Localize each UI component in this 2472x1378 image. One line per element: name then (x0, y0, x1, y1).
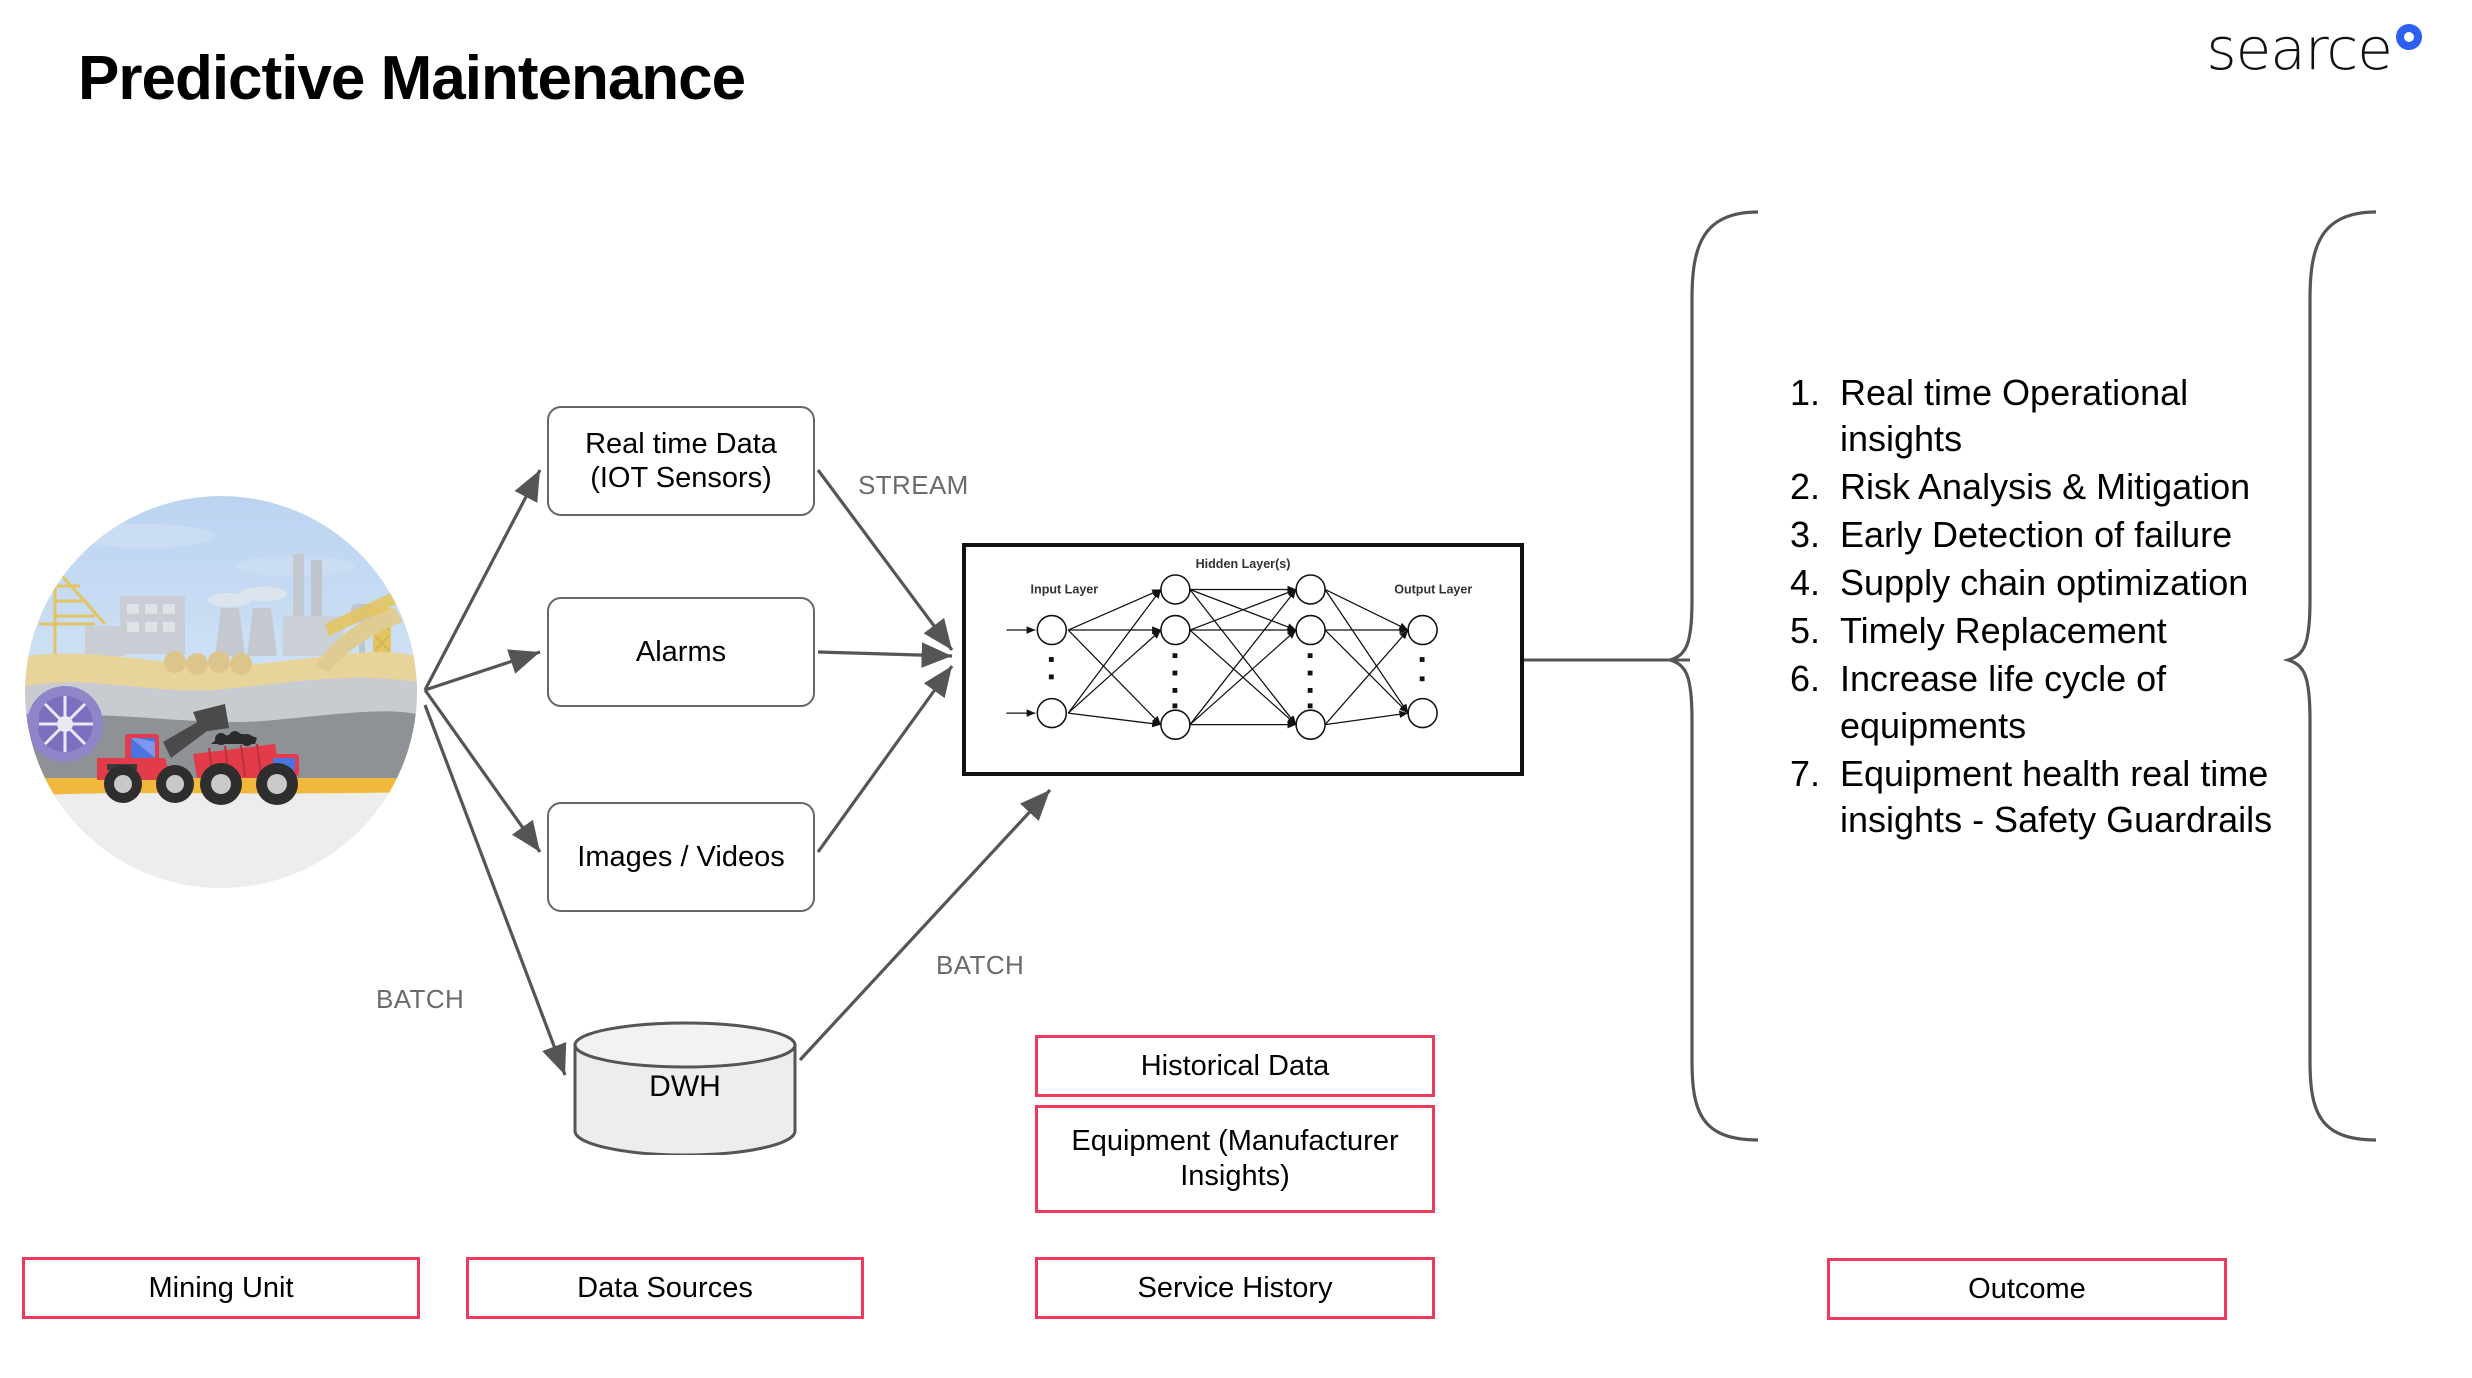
nn-hidden-layer-label: Hidden Layer(s) (1196, 557, 1291, 571)
list-item: 5. Timely Replacement (1790, 608, 2320, 654)
list-item-text: Equipment health real time insights - Sa… (1840, 752, 2273, 840)
data-source-box-alarms[interactable]: Alarms (547, 597, 815, 707)
legend-outcome[interactable]: Outcome (1827, 1258, 2227, 1320)
data-source-box-realtime[interactable]: Real time Data (IOT Sensors) (547, 406, 815, 516)
mining-unit-image (25, 496, 417, 888)
flow-label-batch-right: BATCH (936, 950, 1025, 980)
list-item: 7. Equipment health real time insights - … (1790, 751, 2320, 843)
outcome-list-items: 1. Real time Operational insights 2. Risk … (1760, 370, 2320, 843)
list-item-number: 5. (1789, 610, 1820, 652)
neural-network-diagram: Hidden Layer(s) Input Layer Output Layer (962, 543, 1524, 776)
brand-ring-icon (2396, 24, 2422, 50)
flow-label-batch-left: BATCH (376, 984, 465, 1014)
brand-wordmark: searce (2206, 15, 2393, 83)
flow-label-stream: STREAM (858, 470, 969, 500)
list-item-number: 7. (1789, 752, 1820, 794)
dwh-label: DWH (649, 1070, 721, 1103)
list-item-text: Increase life cycle of equipments (1840, 658, 2167, 746)
nn-output-layer-label: Output Layer (1394, 582, 1472, 596)
list-item: 2. Risk Analysis & Mitigation (1790, 464, 2320, 510)
list-item-text: Early Detection of failure (1840, 514, 2233, 556)
page-title: Predictive Maintenance (78, 44, 746, 113)
list-item-text: Supply chain optimization (1840, 562, 2249, 604)
list-item-number: 2. (1789, 466, 1820, 508)
dwh-cylinder[interactable] (573, 1021, 797, 1157)
searce-logo: searce (2206, 15, 2422, 83)
list-item-number: 4. (1789, 562, 1820, 604)
outcome-list: 1. Real time Operational insights 2. Risk … (1760, 370, 2320, 845)
list-item: 4. Supply chain optimization (1790, 560, 2320, 606)
list-item: 1. Real time Operational insights (1790, 370, 2320, 462)
list-item-number: 1. (1789, 372, 1820, 413)
list-item: 3. Early Detection of failure (1790, 512, 2320, 558)
batch-source-service-history[interactable]: Service History (1035, 1257, 1435, 1319)
brace-left (1664, 210, 1759, 1142)
legend-mining-unit[interactable]: Mining Unit (22, 1257, 420, 1319)
list-item-text: Risk Analysis & Mitigation (1840, 466, 2251, 508)
data-source-box-images-videos[interactable]: Images / Videos (547, 802, 815, 912)
list-item-number: 6. (1789, 658, 1820, 700)
batch-source-historical-data[interactable]: Historical Data (1035, 1035, 1435, 1097)
list-item-number: 3. (1789, 514, 1820, 556)
list-item: 6. Increase life cycle of equipments (1790, 656, 2320, 748)
list-item-text: Timely Replacement (1840, 610, 2167, 652)
batch-source-equipment-manufacturer[interactable]: Equipment (Manufacturer Insights) (1035, 1105, 1435, 1213)
nn-input-layer-label: Input Layer (1031, 582, 1099, 596)
legend-data-sources[interactable]: Data Sources (466, 1257, 864, 1319)
list-item-text: Real time Operational insights (1840, 372, 2189, 460)
